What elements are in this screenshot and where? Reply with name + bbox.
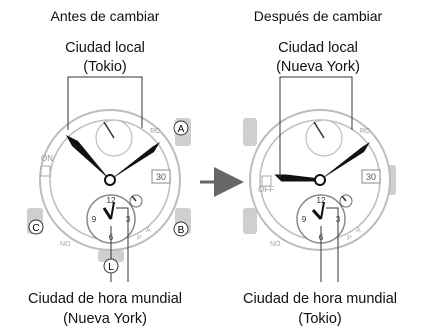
date-text: 30 <box>156 172 166 182</box>
minute-hand-after <box>320 142 370 180</box>
button-c[interactable] <box>28 219 44 235</box>
after-world-city: (Tokio) <box>298 311 342 327</box>
subdial-9: 9 <box>92 215 97 224</box>
world-city-callout <box>116 207 129 282</box>
rc-label-after: RC <box>360 128 370 135</box>
before-world-city: (Nueva York) <box>63 311 147 327</box>
subdial-9-after: 9 <box>302 215 307 224</box>
off-label: OFF <box>258 185 274 194</box>
after-home-label: Ciudad local <box>278 40 358 56</box>
rc-label: RC <box>150 128 160 135</box>
hour-hand <box>66 135 110 180</box>
button-l-label: L <box>108 262 114 273</box>
subdial-12: 12 <box>107 196 116 205</box>
before-title: Antes de cambiar <box>50 8 160 24</box>
before-world-label: Ciudad de hora mundial <box>28 291 182 307</box>
on-box <box>40 165 51 177</box>
button-l[interactable] <box>103 258 119 274</box>
before-home-city: (Tokio) <box>83 59 127 75</box>
date-window <box>151 169 171 184</box>
watch-before: ON RC 30 12 3 6 9 NO A P A B C <box>27 76 191 282</box>
home-city-callout-after <box>279 76 316 178</box>
bezel-no-after: NO <box>270 241 281 248</box>
date-text-after: 30 <box>366 172 376 182</box>
before-home-label: Ciudad local <box>65 40 145 56</box>
bezel-p-after: P <box>347 235 352 242</box>
bezel-p: P <box>137 235 142 242</box>
bezel-a-after: A <box>356 227 361 234</box>
watch-after: OFF RC 30 12 3 6 9 NO A P <box>243 76 396 282</box>
minute-hand <box>110 142 160 180</box>
bezel-no: NO <box>60 241 71 248</box>
after-world-label: Ciudad de hora mundial <box>243 291 397 307</box>
button-b-label: B <box>178 225 185 236</box>
subdial-12-after: 12 <box>317 196 326 205</box>
button-b[interactable] <box>173 221 189 237</box>
world-city-callout-after <box>326 207 339 282</box>
after-title: Después de cambiar <box>253 8 383 24</box>
on-label: ON <box>41 154 53 163</box>
button-a[interactable] <box>173 120 189 136</box>
bezel-a: A <box>146 227 151 234</box>
button-a-label: A <box>178 124 185 135</box>
off-box <box>261 175 272 187</box>
hour-hand-after <box>274 174 321 182</box>
button-c-label: C <box>32 223 39 234</box>
date-window-after <box>361 169 381 184</box>
after-home-city: (Nueva York) <box>276 59 360 75</box>
home-city-callout <box>67 76 104 130</box>
